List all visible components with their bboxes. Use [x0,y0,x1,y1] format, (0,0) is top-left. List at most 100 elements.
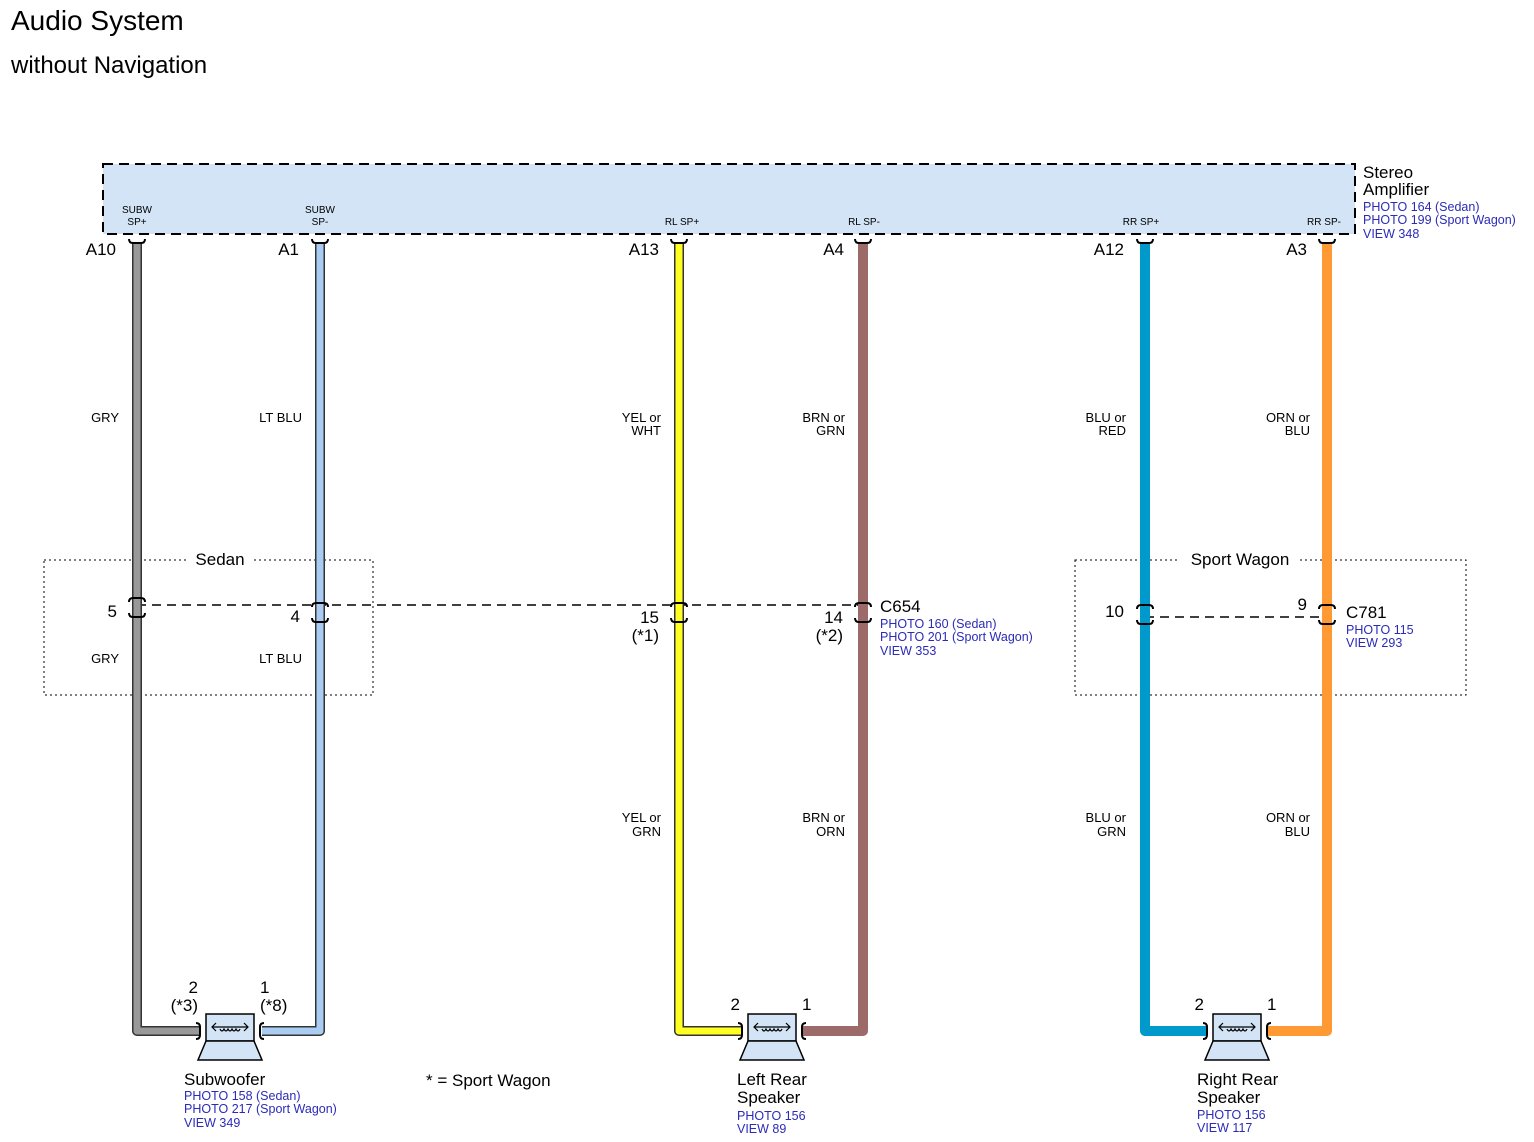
pin-a1-name-line2: SP- [312,217,329,228]
amplifier-name-line2: Amplifier [1363,180,1429,199]
left-rear-terminal-right [801,1022,807,1040]
left-rear-view-link[interactable]: VIEW 89 [737,1122,786,1136]
page-title: Audio System [11,5,184,36]
speakers-group [196,1013,1271,1061]
sedan-group-label: Sedan [195,550,244,569]
right-rear-terminal-right [1266,1022,1272,1040]
amp-terminal-4 [1136,238,1154,244]
left-rear-speaker-icon-coil-icon [753,1022,791,1032]
amp-terminal-2 [670,238,688,244]
sport-wagon-group-label: Sport Wagon [1191,550,1290,569]
c654-pin-15: 15 [640,608,659,627]
wire-lt-blu [262,242,325,1036]
c781-name: C781 [1346,603,1387,622]
amp-terminal-3 [854,238,872,244]
wire-yel [674,242,742,1036]
wire-yel-upper-label-2: WHT [631,423,661,438]
c654-terminal-bottom-2 [670,617,688,623]
c781-photo-link[interactable]: PHOTO 115 [1346,623,1414,637]
pin-a13-name: RL SP+ [665,217,700,228]
wire-gry-upper-label: GRY [91,410,119,425]
right-rear-name-line2: Speaker [1197,1088,1261,1107]
c654-terminal-top-2 [670,602,688,608]
subwoofer-pin-2-note: (*3) [171,996,198,1015]
subwoofer-photo-wagon-link[interactable]: PHOTO 217 (Sport Wagon) [184,1102,337,1116]
c781-pin-10: 10 [1105,602,1124,621]
right-rear-terminal-left [1202,1022,1208,1040]
wire-blu-upper-label-2: RED [1099,423,1126,438]
c654-photo-wagon-link[interactable]: PHOTO 201 (Sport Wagon) [880,630,1033,644]
stereo-amplifier-box [102,163,1356,235]
pin-a12-name: RR SP+ [1123,217,1160,228]
wire-orn [1267,242,1332,1036]
c654-terminal-top-1 [311,602,329,608]
wire-orn-upper-label-1: ORN or [1266,410,1311,425]
subwoofer-pin-2: 2 [189,978,198,997]
left-rear-speaker-icon [738,1013,806,1061]
subwoofer-speaker-icon-coil-icon [211,1022,249,1032]
c654-view-link[interactable]: VIEW 353 [880,644,936,658]
pin-a10-name-line1: SUBW [122,205,153,216]
c654-note-2: (*2) [816,626,843,645]
wire-lt-blu-lower-label: LT BLU [259,651,302,666]
wire-brn-upper-label-2: GRN [816,423,845,438]
lower-wire-labels: GRY LT BLU YEL or GRN BRN or ORN BLU or … [91,651,1311,839]
pin-a4-id: A4 [823,240,844,259]
sedan-group-box [43,559,374,696]
c781-terminal-bottom-1 [1318,619,1336,625]
left-rear-name-line1: Left Rear [737,1070,807,1089]
amplifier-view-link[interactable]: VIEW 348 [1363,227,1419,241]
left-rear-terminal-left [737,1022,743,1040]
wire-blu-upper-label-1: BLU or [1086,410,1127,425]
right-rear-view-link[interactable]: VIEW 117 [1197,1121,1252,1135]
right-rear-photo-link[interactable]: PHOTO 156 [1197,1108,1266,1122]
amplifier-name-line1: Stereo [1363,163,1413,182]
subwoofer-speaker-icon-cone [196,1040,264,1061]
pin-a3-id: A3 [1286,240,1307,259]
amplifier-pin-ids: A10 A1 A13 A4 A12 A3 [86,240,1307,259]
right-rear-pin-1: 1 [1267,995,1276,1014]
c654-note-1: (*1) [632,626,659,645]
subwoofer-terminal-left [195,1022,201,1040]
subwoofer-photo-sedan-link[interactable]: PHOTO 158 (Sedan) [184,1089,301,1103]
c781-terminal-top-0 [1136,604,1154,610]
c654-pin-14: 14 [824,608,843,627]
page-subtitle: without Navigation [10,52,207,79]
wire-brn-upper-label-1: BRN or [802,410,845,425]
wire-group [132,242,1332,1036]
c654-pin-numbers: 5 4 15 (*1) 14 (*2) [108,602,843,645]
subwoofer-view-link[interactable]: VIEW 349 [184,1116,240,1130]
wire-yel-lower-label-1: YEL or [622,810,662,825]
left-rear-pin-2: 2 [731,995,740,1014]
wire-gry [132,242,200,1036]
right-rear-speaker-icon-cone [1203,1040,1271,1061]
c654-terminal-bottom-1 [311,617,329,623]
right-rear-speaker-icon-coil-icon [1218,1022,1256,1032]
wire-blu-lower-label-1: BLU or [1086,810,1127,825]
amplifier-pin-labels: SUBW SP+ SUBW SP- RL SP+ RL SP- RR SP+ R… [122,205,1341,228]
pin-a3-name: RR SP- [1307,217,1341,228]
c654-terminal-bottom-0 [128,612,146,618]
pin-a4-name: RL SP- [848,217,880,228]
c654-photo-sedan-link[interactable]: PHOTO 160 (Sedan) [880,617,997,631]
amp-terminal-1 [311,238,329,244]
left-rear-pin-1: 1 [802,995,811,1014]
amplifier-photo-sedan-link[interactable]: PHOTO 164 (Sedan) [1363,200,1480,214]
amp-terminal-0 [128,238,146,244]
c781-pin-9: 9 [1298,595,1307,614]
right-rear-pin-2: 2 [1195,995,1204,1014]
right-rear-name-line1: Right Rear [1197,1070,1279,1089]
pin-a12-id: A12 [1094,240,1124,259]
left-rear-name-line2: Speaker [737,1088,801,1107]
pin-a10-name-line2: SP+ [127,217,146,228]
left-rear-photo-link[interactable]: PHOTO 156 [737,1109,806,1123]
c781-terminal-top-1 [1318,604,1336,610]
c781-view-link[interactable]: VIEW 293 [1346,636,1402,650]
pin-a1-name-line1: SUBW [305,205,336,216]
wire-brn-lower-label-2: ORN [816,824,845,839]
amplifier-photo-wagon-link[interactable]: PHOTO 199 (Sport Wagon) [1363,213,1516,227]
pin-a10-id: A10 [86,240,116,259]
c654-terminal-top-0 [128,597,146,603]
subwoofer-pin-1-note: (*8) [260,996,287,1015]
